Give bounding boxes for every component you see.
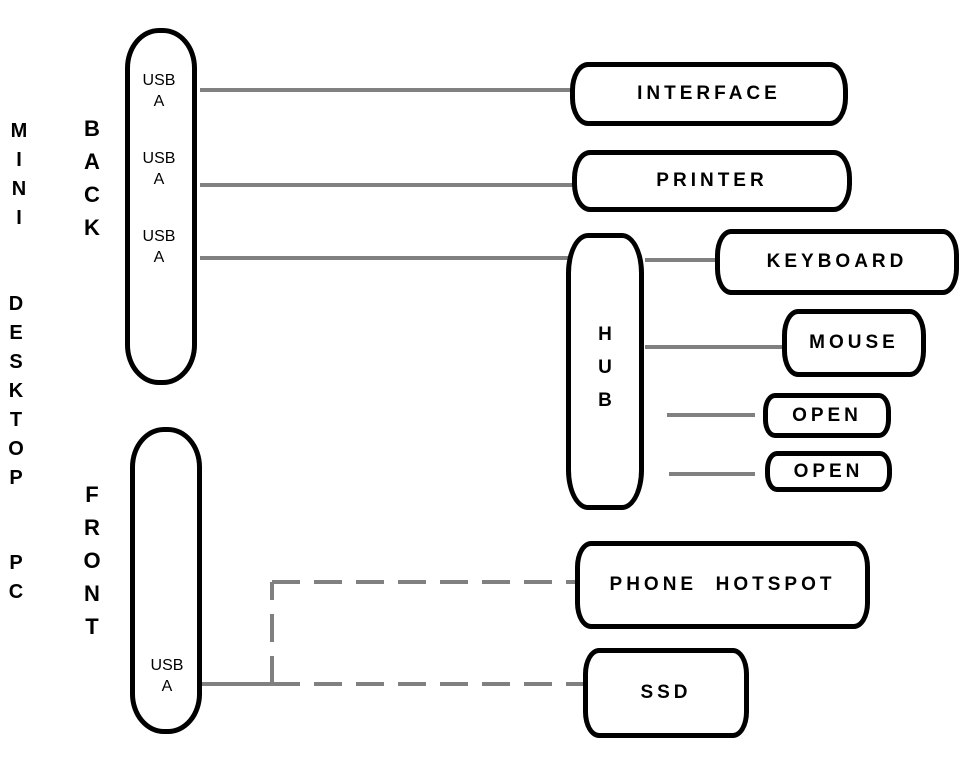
back-usb-port-3: USB A xyxy=(142,228,176,266)
back-port-panel xyxy=(125,28,197,385)
phone-hotspot-box: PHONE HOTSPOT xyxy=(575,541,870,629)
front-usb-port: USB A xyxy=(150,657,184,695)
hub-label: H U B xyxy=(598,324,612,411)
front-port-panel xyxy=(130,427,202,734)
open-box-2: OPEN xyxy=(765,451,892,492)
pc-label: P C xyxy=(8,552,24,603)
hub-box xyxy=(566,233,644,510)
front-label: F R O N T xyxy=(83,482,101,639)
printer-box: PRINTER xyxy=(572,150,852,212)
mouse-box: MOUSE xyxy=(782,309,926,377)
back-usb-port-2: USB A xyxy=(142,150,176,188)
mini-label: M I N I xyxy=(10,120,28,229)
ssd-box: SSD xyxy=(583,648,749,738)
keyboard-box: KEYBOARD xyxy=(715,229,959,295)
back-label: B A C K xyxy=(84,116,100,240)
interface-box: INTERFACE xyxy=(570,62,848,126)
back-usb-port-1: USB A xyxy=(142,72,176,110)
desktop-label: D E S K T O P xyxy=(8,293,24,489)
open-box-1: OPEN xyxy=(763,393,891,438)
